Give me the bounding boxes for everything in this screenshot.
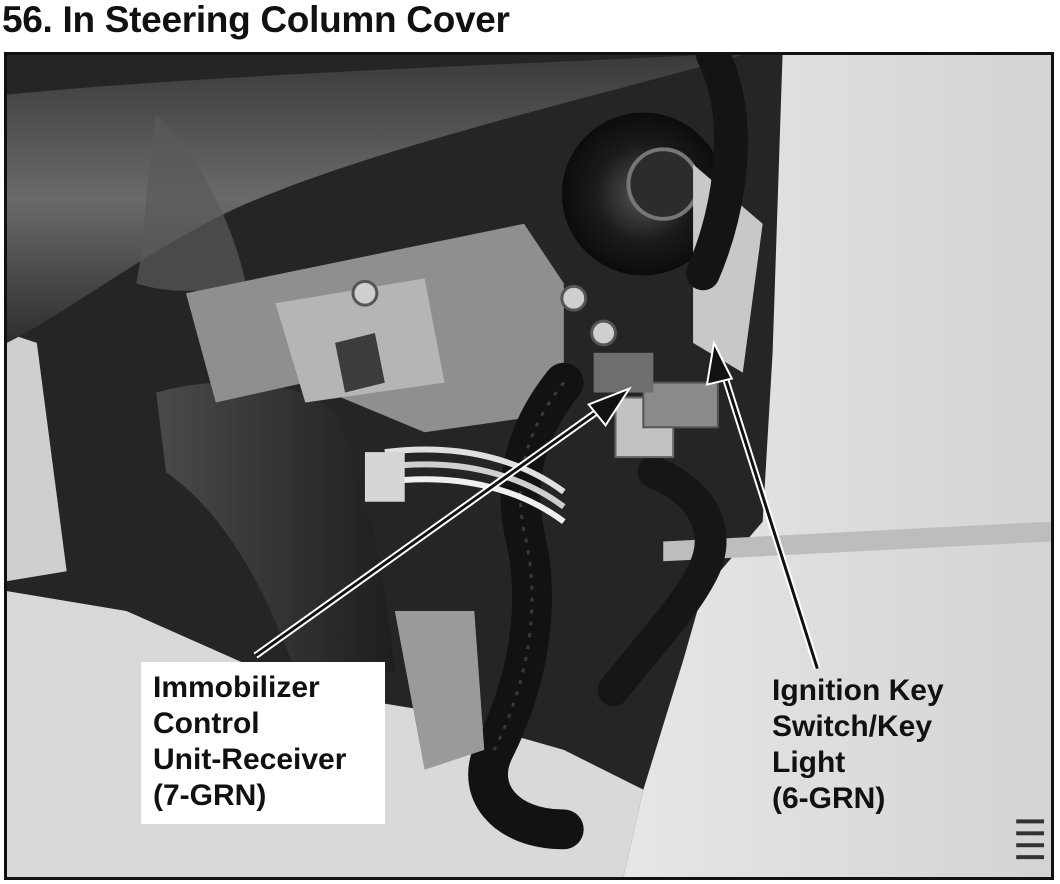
steering-wheel	[7, 55, 743, 343]
callout-ignition-key: Ignition Key Switch/Key Light (6-GRN)	[760, 665, 970, 825]
callout-immobilizer-line-4: (7-GRN)	[153, 779, 267, 812]
callout-ignition-line-1: Ignition Key	[772, 674, 944, 707]
callout-ignition-line-2: Switch/Key	[772, 710, 933, 743]
callout-immobilizer-line-3: Unit-Receiver	[153, 743, 347, 776]
callout-immobilizer-line-2: Control	[153, 707, 260, 740]
dashboard-panel-right	[623, 55, 1051, 877]
connector-6-grn	[642, 381, 719, 429]
callout-immobilizer-line-1: Immobilizer	[153, 671, 320, 704]
callout-immobilizer: Immobilizer Control Unit-Receiver (7-GRN…	[141, 662, 385, 824]
callout-ignition-line-3: Light	[772, 746, 846, 779]
leader-arrow-immobilizer	[253, 386, 632, 659]
page-title: 56. In Steering Column Cover	[2, 0, 510, 40]
leader-arrow-ignition-key	[705, 339, 821, 670]
column-cover	[156, 382, 395, 701]
callout-ignition-line-4: (6-GRN)	[772, 782, 886, 815]
